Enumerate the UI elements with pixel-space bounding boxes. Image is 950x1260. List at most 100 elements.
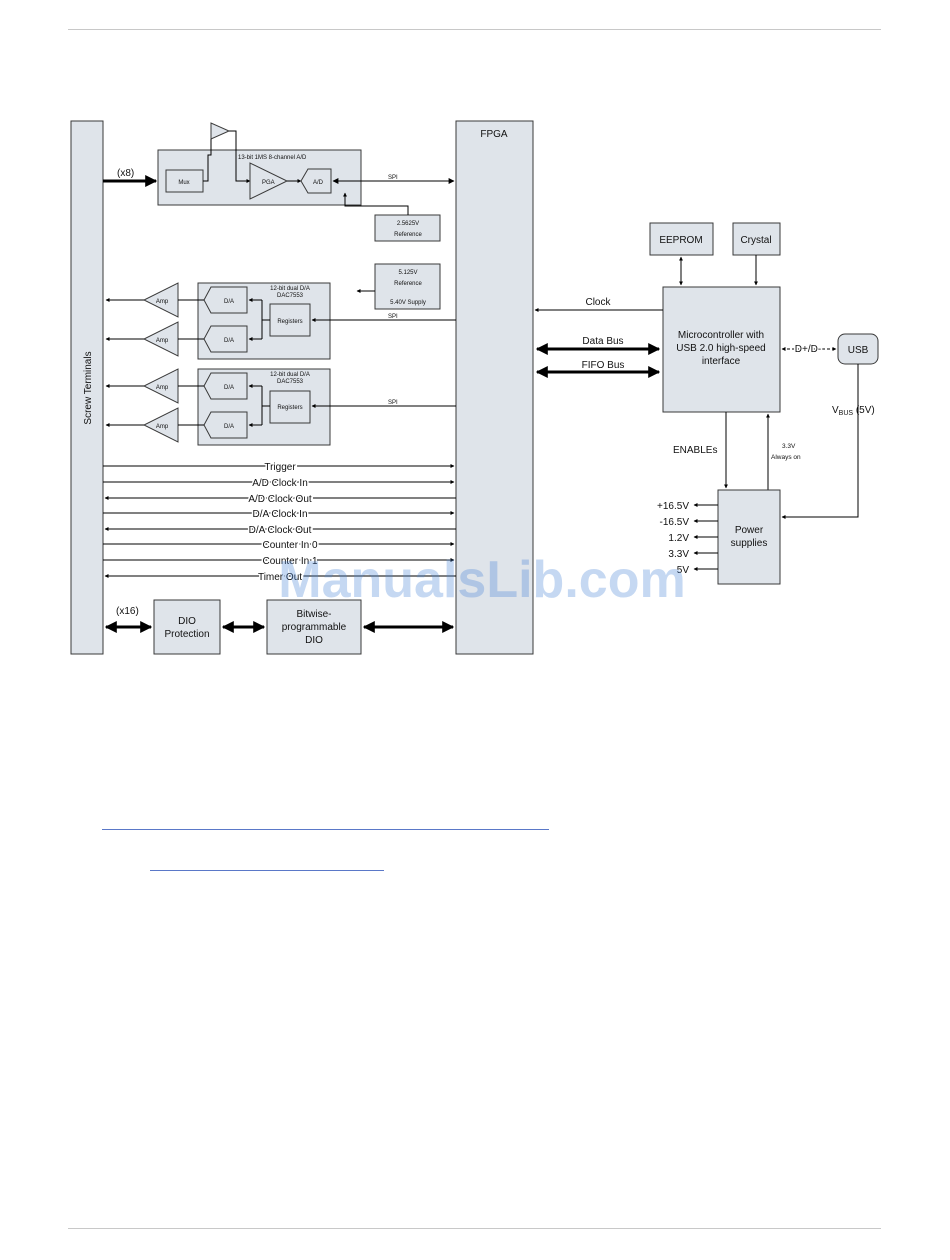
signal-ad-clock-out: A/D Clock Out xyxy=(104,493,456,507)
crystal-block xyxy=(732,222,781,256)
dac1-registers-block xyxy=(269,303,311,337)
adc-title: 13-bit 1MS 8-channel A/D xyxy=(238,155,307,161)
svg-text:3.3V: 3.3V xyxy=(668,549,689,560)
svg-text:A/D Clock Out: A/D Clock Out xyxy=(248,494,312,505)
dpm-label: D+/D- xyxy=(795,344,821,355)
watermark: ManualsLib.com xyxy=(278,551,685,609)
svg-text:Counter In 1: Counter In 1 xyxy=(262,556,317,567)
screw-terminals-block xyxy=(70,120,104,655)
micro-line1: Microcontroller with xyxy=(678,330,764,341)
always-on-line2: Always on xyxy=(771,454,801,461)
micro-line3: interface xyxy=(702,356,741,367)
mux-to-buffer-wire xyxy=(203,139,212,182)
dio-protection-block xyxy=(153,599,221,655)
top-rule xyxy=(68,29,881,30)
dio-protection-line1: DIO xyxy=(178,616,196,627)
signal-counter-in-1: Counter In 1 xyxy=(103,555,455,569)
dac1-registers-label: Registers xyxy=(277,319,302,325)
dac2-spi-label: SPI xyxy=(388,400,398,406)
eeprom-label: EEPROM xyxy=(659,235,702,246)
bottom-rule xyxy=(68,1228,881,1229)
power-line2: supplies xyxy=(731,538,768,549)
dac2-title1: 12-bit dual D/A xyxy=(270,372,310,378)
signal-da-clock-in: D/A Clock In xyxy=(103,508,455,522)
fpga-block xyxy=(455,120,534,655)
always-on-line1: 3.3V xyxy=(782,443,796,450)
rail-plus-16v5: +16.5V xyxy=(657,501,718,512)
bitwise-line1: Bitwise- xyxy=(296,609,331,620)
rail-3v3: 3.3V xyxy=(668,549,718,560)
ad-converter-icon xyxy=(300,168,332,194)
svg-text:Amp: Amp xyxy=(156,299,169,305)
adc-spi-label: SPI xyxy=(388,175,398,181)
screw-terminals-label: Screw Terminals xyxy=(83,351,94,424)
mux-label: Mux xyxy=(178,180,189,186)
crystal-label: Crystal xyxy=(740,235,771,246)
svg-text:Amp: Amp xyxy=(156,338,169,344)
power-supplies-block xyxy=(717,489,781,585)
svg-text:D/A Clock In: D/A Clock In xyxy=(252,509,307,520)
micro-line2: USB 2.0 high-speed xyxy=(676,343,766,354)
dac1-da-a-label: D/A xyxy=(224,299,234,305)
signal-counter-in-0: Counter In 0 xyxy=(103,539,455,553)
dac2-da-b-icon xyxy=(203,411,248,439)
pga-label: PGA xyxy=(262,180,275,186)
dio-protection-line2: Protection xyxy=(164,629,209,640)
dac1-da-b-icon xyxy=(203,325,248,353)
buffer-amp-icon xyxy=(210,122,231,140)
ref2-line2: Reference xyxy=(394,281,422,287)
amp-1: Amp xyxy=(105,282,204,318)
data-bus-label: Data Bus xyxy=(582,336,623,347)
adc-input-count: (x8) xyxy=(117,168,134,179)
microcontroller-block xyxy=(662,286,781,413)
dac2-title2: DAC7553 xyxy=(277,379,304,385)
signal-ad-clock-in: A/D Clock In xyxy=(103,477,455,491)
pga-amp-icon xyxy=(249,162,289,200)
rail-5v: 5V xyxy=(677,565,718,576)
clock-label: Clock xyxy=(585,297,611,308)
amp-3: Amp xyxy=(105,368,204,404)
svg-text:Amp: Amp xyxy=(156,385,169,391)
rail-1v2: 1.2V xyxy=(668,533,718,544)
ref2-line1: 5.125V xyxy=(398,270,417,276)
svg-text:-16.5V: -16.5V xyxy=(660,517,690,528)
ref1-line2: Reference xyxy=(394,232,422,238)
dac1-title1: 12-bit dual D/A xyxy=(270,286,310,292)
bitwise-line2: programmable xyxy=(282,622,347,633)
ref2-line3: 5.40V Supply xyxy=(390,300,426,306)
usb-label: USB xyxy=(848,345,869,356)
vbus-label: VBUS (5V) xyxy=(832,405,875,417)
amp-2: Amp xyxy=(105,321,204,357)
svg-text:A/D Clock In: A/D Clock In xyxy=(252,478,308,489)
dac2-da-a-icon xyxy=(203,372,248,400)
dac1-spi-label: SPI xyxy=(388,314,398,320)
dac1-da-b-label: D/A xyxy=(224,338,234,344)
link-underline-1[interactable] xyxy=(102,829,549,830)
ref1-wire xyxy=(343,192,409,215)
svg-text:1.2V: 1.2V xyxy=(668,533,689,544)
signal-timer-out: Timer Out xyxy=(104,571,456,585)
svg-text:D/A Clock Out: D/A Clock Out xyxy=(249,525,312,536)
dac2-da-a-label: D/A xyxy=(224,385,234,391)
signal-da-clock-out: D/A Clock Out xyxy=(104,524,456,538)
dio-count: (x16) xyxy=(116,606,139,617)
signal-trigger: Trigger xyxy=(103,461,455,475)
svg-text:Amp: Amp xyxy=(156,424,169,430)
svg-text:Timer Out: Timer Out xyxy=(258,572,302,583)
link-underline-2[interactable] xyxy=(150,870,384,871)
dac1-title2: DAC7553 xyxy=(277,293,304,299)
dac2-registers-block xyxy=(269,390,311,424)
vbus-wire xyxy=(781,364,859,519)
svg-text:Counter In 0: Counter In 0 xyxy=(262,540,317,551)
bitwise-dio-block xyxy=(266,599,362,655)
rail-minus-16v5: -16.5V xyxy=(660,517,718,528)
ad-label: A/D xyxy=(313,180,324,186)
svg-text:Trigger: Trigger xyxy=(264,462,296,473)
ref-5-125-block xyxy=(374,263,441,310)
buffer-to-pga-wire xyxy=(229,130,251,183)
eeprom-block xyxy=(649,222,714,256)
fifo-bus-label: FIFO Bus xyxy=(582,360,625,371)
dac2-da-b-label: D/A xyxy=(224,424,234,430)
ref1-line1: 2.5625V xyxy=(397,221,419,227)
